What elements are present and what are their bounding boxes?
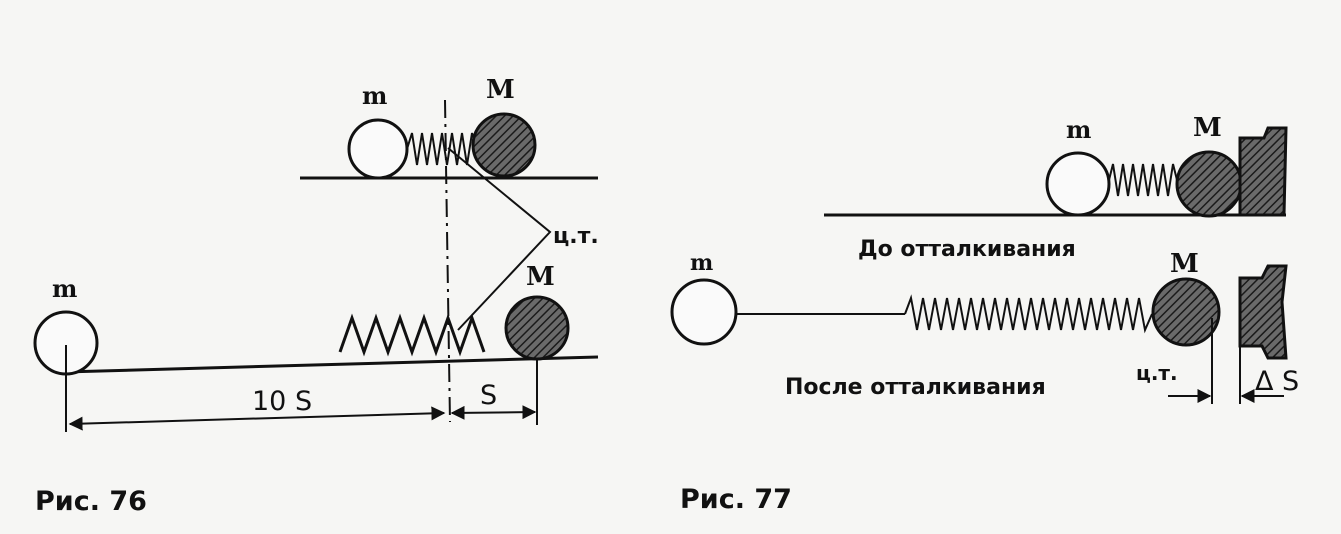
fig76-bottom-ground — [63, 355, 599, 374]
fig76-top-label-M: M — [486, 75, 515, 105]
fig76-bottom-label-m: m — [52, 274, 77, 303]
figure-76: m M ц.т. m M 10 S S Рис. 76 — [33, 75, 599, 517]
fig77-before-state: m M До отталкивания — [824, 113, 1288, 262]
fig76-center-line — [444, 99, 451, 423]
fig77-after-state: m M После отталкивания ц.т. Δ S — [670, 249, 1299, 404]
fig76-top-ball-m — [347, 118, 409, 180]
fig77-before-caption: До отталкивания — [858, 237, 1076, 262]
fig77-before-wall — [1238, 126, 1288, 217]
fig77-after-wall — [1238, 264, 1288, 360]
fig77-caption: Рис. 77 — [680, 484, 792, 515]
fig76-ct-leader — [447, 147, 552, 331]
fig76-bottom-state: m M — [33, 262, 599, 376]
fig77-after-label-m: m — [690, 250, 713, 276]
fig76-top-spring — [406, 132, 478, 166]
fig76-dim-10s-line — [68, 406, 446, 431]
figure-77: m M До отталкивания m M После отталкиван… — [670, 113, 1299, 515]
fig77-after-label-M: M — [1170, 249, 1199, 279]
fig76-dimensions: 10 S S — [65, 345, 538, 432]
fig76-caption: Рис. 76 — [35, 486, 147, 517]
fig76-top-ball-M — [471, 112, 537, 178]
fig77-ct-label: ц.т. — [1136, 361, 1178, 385]
fig77-before-label-M: M — [1193, 113, 1222, 143]
fig77-before-label-m: m — [1066, 115, 1091, 144]
fig77-after-ball-M — [1151, 277, 1221, 347]
fig77-before-ball-m — [1045, 151, 1111, 217]
fig76-top-state: m M — [300, 75, 598, 180]
fig77-before-ball-M — [1175, 150, 1243, 218]
fig76-bottom-label-M: M — [526, 262, 555, 292]
fig77-after-caption: После отталкивания — [785, 375, 1046, 400]
fig77-after-spring — [904, 294, 1153, 334]
fig76-dim-10s-label: 10 S — [252, 386, 312, 417]
fig76-bottom-ball-M — [504, 295, 570, 361]
fig76-dim-s-label: S — [480, 380, 497, 411]
fig77-after-ball-m — [670, 278, 738, 346]
fig76-top-label-m: m — [362, 81, 387, 110]
fig76-bottom-spring — [338, 313, 486, 357]
fig76-ct-label: ц.т. — [553, 224, 599, 249]
fig77-delta-label: Δ S — [1255, 366, 1299, 397]
fig77-before-spring — [1108, 163, 1178, 197]
fig76-dim-s-line — [450, 405, 537, 420]
